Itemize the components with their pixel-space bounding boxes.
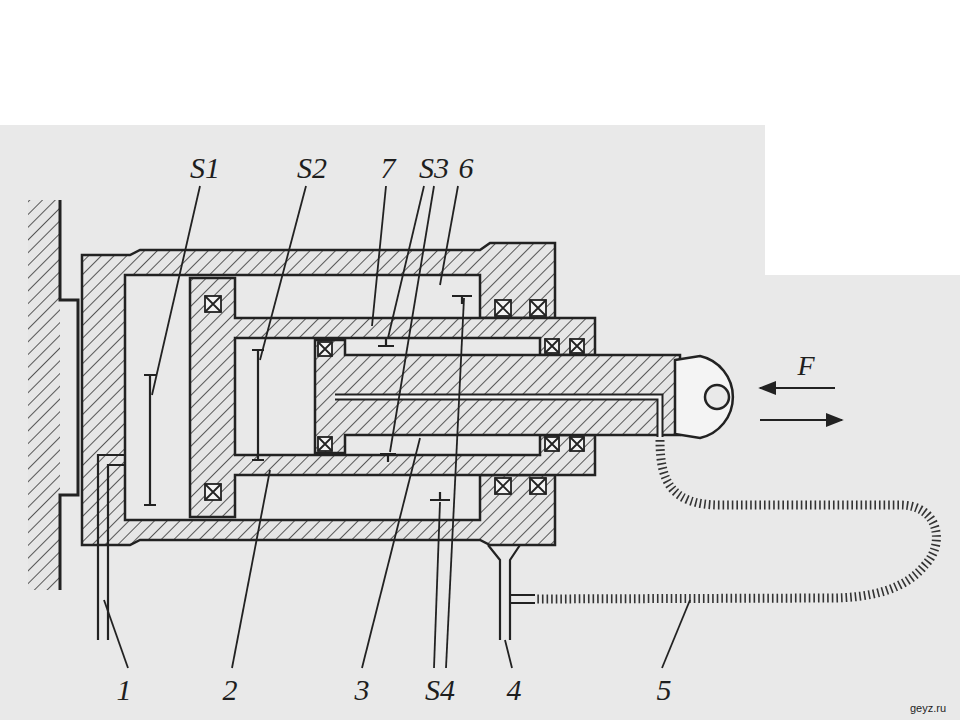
rod-channel — [335, 397, 660, 437]
force-label: F — [797, 352, 814, 380]
rod-channel-bore — [335, 397, 660, 437]
callout-number: 2 — [223, 675, 238, 705]
leader-lines — [104, 186, 690, 668]
wall-hatch — [28, 200, 60, 590]
eye-hole — [705, 385, 729, 409]
area-label: S2 — [297, 153, 327, 183]
area-marks — [144, 296, 472, 505]
callout-number: 4 — [507, 675, 522, 705]
callout-number: 6 — [459, 153, 474, 183]
callout-number: 7 — [381, 153, 396, 183]
area-label: S3 — [419, 153, 449, 183]
area-label: S4 — [425, 675, 455, 705]
callout-number: 3 — [355, 675, 370, 705]
callout-number: 1 — [117, 675, 132, 705]
watermark: geyz.ru — [910, 703, 946, 714]
paper-ground — [0, 125, 960, 720]
rod-eye — [675, 356, 733, 438]
seals — [205, 296, 584, 500]
force-arrows — [760, 388, 842, 420]
area-label: S1 — [190, 153, 220, 183]
piston-rod — [315, 340, 680, 453]
hose-coil — [535, 440, 936, 599]
ports — [98, 455, 535, 640]
callout-number: 5 — [657, 675, 672, 705]
wall-face — [60, 200, 78, 590]
